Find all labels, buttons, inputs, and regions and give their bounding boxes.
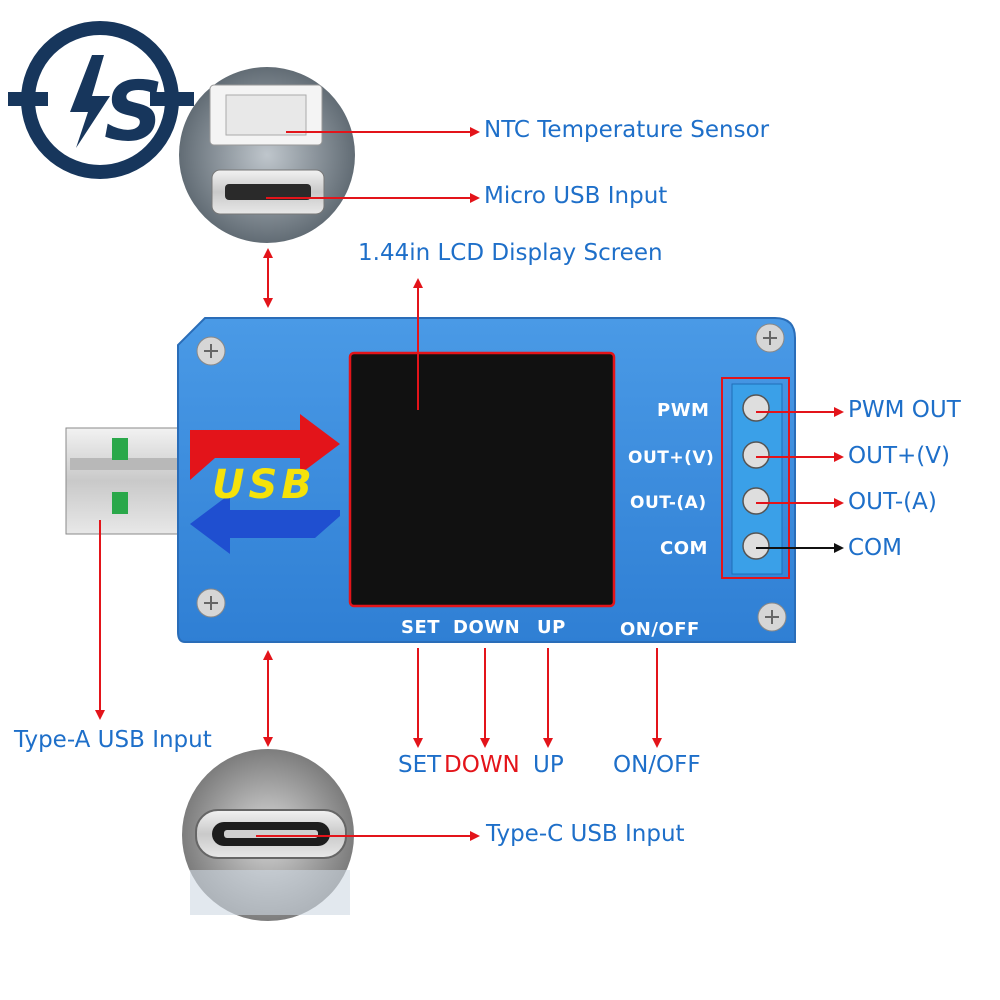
pcb-label-onoff: ON/OFF bbox=[620, 619, 700, 640]
pcb-board bbox=[177, 317, 796, 643]
pcb-label-com: COM bbox=[660, 538, 708, 559]
usb-logo-text: USB bbox=[212, 462, 316, 508]
callout-down: DOWN bbox=[444, 752, 520, 778]
brand-logo: S bbox=[8, 21, 194, 179]
callout-ntc: NTC Temperature Sensor bbox=[484, 117, 770, 143]
callout-up: UP bbox=[533, 752, 564, 778]
callout-onoff: ON/OFF bbox=[613, 752, 701, 778]
usb-a-plug bbox=[65, 427, 185, 535]
pcb-label-set: SET bbox=[401, 617, 441, 638]
callout-com: COM bbox=[848, 535, 903, 561]
callout-out-v: OUT+(V) bbox=[848, 443, 950, 469]
pcb-label-up: UP bbox=[537, 617, 566, 638]
callout-set: SET bbox=[398, 752, 442, 778]
pcb-label-down: DOWN bbox=[453, 617, 521, 638]
callout-arrows bbox=[95, 127, 844, 841]
callout-micro-usb: Micro USB Input bbox=[484, 183, 668, 209]
callout-out-a: OUT-(A) bbox=[848, 489, 937, 515]
callout-type-a: Type-A USB Input bbox=[14, 727, 212, 753]
pcb-label-pwm: PWM bbox=[657, 400, 710, 421]
callout-lcd: 1.44in LCD Display Screen bbox=[358, 240, 663, 266]
pcb-label-out-v: OUT+(V) bbox=[628, 448, 715, 468]
callout-pwm-out: PWM OUT bbox=[848, 397, 961, 423]
pcb-label-out-a: OUT-(A) bbox=[630, 493, 707, 513]
svg-text:S: S bbox=[104, 65, 163, 160]
callout-type-c: Type-C USB Input bbox=[486, 821, 685, 847]
micro-usb-inset bbox=[179, 67, 355, 243]
